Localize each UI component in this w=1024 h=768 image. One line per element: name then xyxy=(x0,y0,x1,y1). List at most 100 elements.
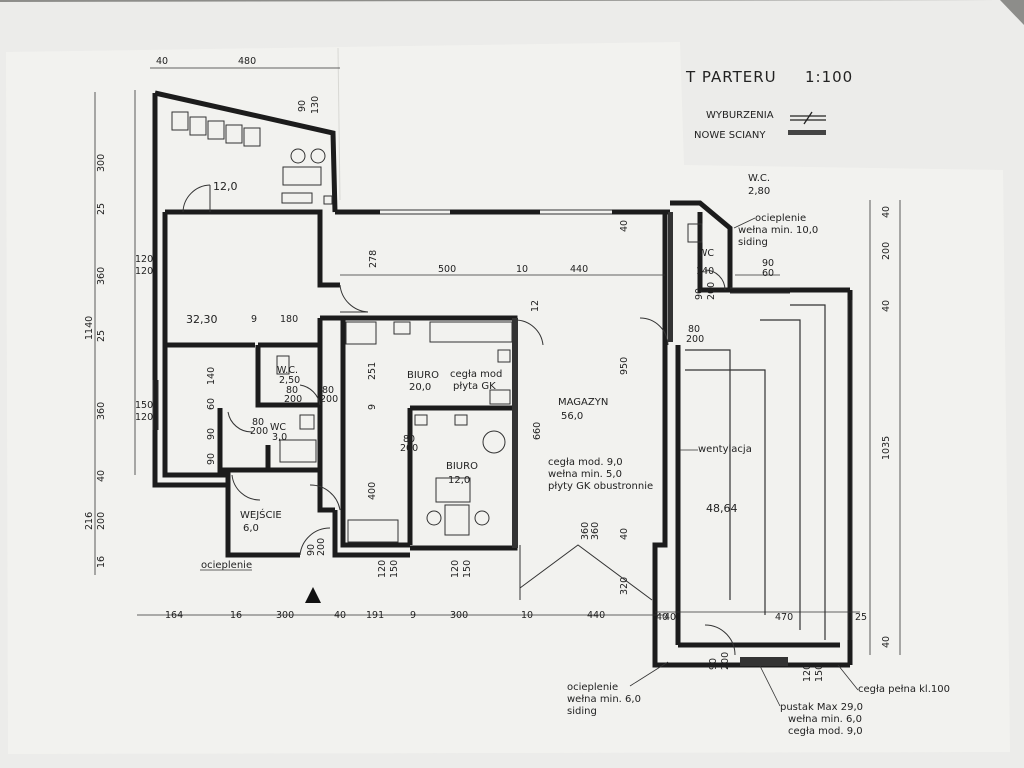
furniture xyxy=(171,111,703,543)
svg-text:80: 80 xyxy=(688,324,700,335)
room-wejscie-area: 6,0 xyxy=(243,523,259,534)
legend-new-wall-symbol xyxy=(788,130,826,135)
svg-text:164: 164 xyxy=(165,610,183,621)
room-top-area: 12,0 xyxy=(213,180,238,193)
room-wc-3-area: 2,80 xyxy=(748,186,770,197)
svg-text:200: 200 xyxy=(400,443,418,454)
paper-sheet-front xyxy=(6,42,1010,754)
svg-text:470: 470 xyxy=(775,612,793,623)
room-biuro-2-name: BIURO xyxy=(446,461,478,472)
room-magazyn-area: 56,0 xyxy=(561,411,583,422)
room-biuro-1-name: BIURO xyxy=(407,370,439,381)
svg-text:80: 80 xyxy=(252,417,264,428)
svg-text:400: 400 xyxy=(367,482,378,500)
svg-text:360: 360 xyxy=(96,402,107,420)
svg-text:40: 40 xyxy=(96,470,107,482)
leader-ocieplenie-bot xyxy=(629,661,669,687)
svg-text:60: 60 xyxy=(762,268,774,279)
paper-edge xyxy=(337,47,341,201)
svg-text:150: 150 xyxy=(814,664,825,682)
room-main-area: 32,30 xyxy=(186,313,218,326)
svg-text:120: 120 xyxy=(377,560,388,578)
room-wc-2-area: 3,0 xyxy=(272,432,287,443)
note-pustak-3: cegła mod. 9,0 xyxy=(788,726,863,737)
leader-pustak xyxy=(759,665,781,707)
svg-text:200: 200 xyxy=(284,394,302,405)
svg-text:80: 80 xyxy=(286,385,298,396)
svg-text:300: 300 xyxy=(276,610,294,621)
note-cegla-mid-2: wełna min. 5,0 xyxy=(548,469,622,480)
svg-text:360: 360 xyxy=(96,267,107,285)
new-walls xyxy=(512,212,788,666)
note-wentylacja: wentylacja xyxy=(698,444,752,455)
note-cegla-gk-2: płyta GK xyxy=(453,381,496,392)
note-pustak-1: pustak Max 29,0 xyxy=(780,702,863,713)
room-biuro-1-area: 20,0 xyxy=(409,382,431,393)
svg-text:80: 80 xyxy=(403,434,415,445)
svg-text:80: 80 xyxy=(322,385,334,396)
svg-text:150: 150 xyxy=(462,560,473,578)
svg-text:40: 40 xyxy=(619,528,630,540)
room-wc-3-name: W.C. xyxy=(748,173,770,184)
svg-text:1140: 1140 xyxy=(84,316,95,340)
svg-text:90: 90 xyxy=(762,258,774,269)
room-wejscie-name: WEJŚCIE xyxy=(240,508,282,521)
dimension-labels: 40 480 90 130 300 25 360 25 1140 360 40 … xyxy=(84,56,892,682)
svg-text:9: 9 xyxy=(251,314,257,325)
hall-inner-lines xyxy=(685,304,826,640)
svg-text:200: 200 xyxy=(316,538,327,556)
windows xyxy=(152,209,853,640)
note-ocieplenie-left: ocieplenie xyxy=(201,560,252,571)
legend-wyburzenia: WYBURZENIA xyxy=(706,110,774,121)
svg-text:9: 9 xyxy=(367,404,378,410)
note-cegla-pelna: cegła pełna kl.100 xyxy=(858,684,950,695)
svg-text:150: 150 xyxy=(389,560,400,578)
svg-text:440: 440 xyxy=(587,610,605,621)
note-ocieplenie-top-3: siding xyxy=(738,237,768,248)
svg-text:60: 60 xyxy=(206,398,217,410)
svg-text:360: 360 xyxy=(590,522,601,540)
svg-text:120: 120 xyxy=(135,412,153,423)
svg-text:120: 120 xyxy=(135,254,153,265)
room-wc-2-name: WC xyxy=(270,422,286,433)
note-ocieplenie-bot-3: siding xyxy=(567,706,597,717)
entrance-ramp xyxy=(519,544,653,601)
svg-text:90: 90 xyxy=(708,658,719,670)
svg-text:12: 12 xyxy=(530,300,541,312)
svg-text:40: 40 xyxy=(156,56,168,67)
svg-text:216: 216 xyxy=(84,512,95,530)
note-pustak-2: wełna min. 6,0 xyxy=(788,714,862,725)
svg-text:200: 200 xyxy=(706,282,717,300)
svg-text:25: 25 xyxy=(855,612,867,623)
svg-text:320: 320 xyxy=(619,577,630,595)
room-wc-1-area: 2,50 xyxy=(279,375,300,386)
svg-text:16: 16 xyxy=(230,610,242,621)
svg-text:40: 40 xyxy=(881,206,892,218)
svg-text:25: 25 xyxy=(96,203,107,215)
note-cegla-mid-1: cegła mod. 9,0 xyxy=(548,457,623,468)
note-ocieplenie-top-2: wełna min. 10,0 xyxy=(738,225,818,236)
doors xyxy=(182,184,736,656)
note-cegla-gk-1: cegła mod xyxy=(450,369,502,380)
svg-text:500: 500 xyxy=(438,264,456,275)
note-ocieplenie-bot-2: wełna min. 6,0 xyxy=(567,694,641,705)
plan-scale: 1:100 xyxy=(805,68,853,86)
svg-text:278: 278 xyxy=(368,250,379,268)
svg-text:200: 200 xyxy=(320,394,338,405)
svg-text:480: 480 xyxy=(238,56,256,67)
svg-text:40: 40 xyxy=(619,220,630,232)
svg-text:300: 300 xyxy=(450,610,468,621)
room-wc-1-name: W.C. xyxy=(277,365,298,376)
svg-text:191: 191 xyxy=(366,610,384,621)
svg-text:10: 10 xyxy=(521,610,533,621)
svg-text:10: 10 xyxy=(516,264,528,275)
svg-text:150: 150 xyxy=(135,400,153,411)
svg-text:25: 25 xyxy=(96,330,107,342)
svg-text:40: 40 xyxy=(881,300,892,312)
svg-text:120: 120 xyxy=(450,560,461,578)
leader-ocieplenie-top xyxy=(733,217,756,229)
svg-text:200: 200 xyxy=(720,652,731,670)
svg-text:120: 120 xyxy=(802,664,813,682)
svg-text:40: 40 xyxy=(881,636,892,648)
room-magazyn-name: MAGAZYN xyxy=(558,397,608,408)
